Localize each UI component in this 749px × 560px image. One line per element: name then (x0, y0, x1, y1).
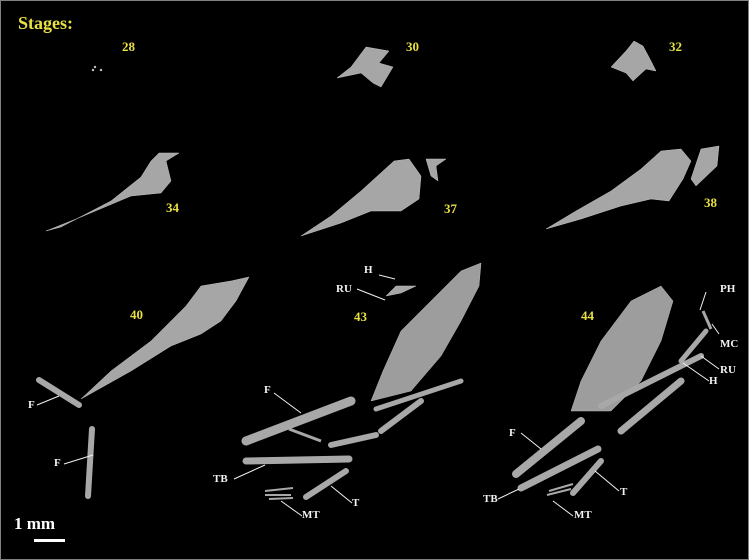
label-femur: F (54, 457, 61, 469)
figure-title: Stages: (18, 13, 73, 33)
stage-label-44: 44 (581, 308, 594, 323)
label-humerus: H (364, 264, 373, 276)
scale-bar-label: 1 mm (14, 514, 56, 533)
label-radioulna: RU (336, 283, 352, 295)
stage-label-37: 37 (444, 201, 457, 216)
label-metacarpal: MC (720, 338, 739, 350)
stage-label-40: 40 (130, 307, 143, 322)
stage-32-specimen (610, 40, 657, 82)
scale-bar (34, 539, 65, 542)
label-tarsal: T (352, 497, 360, 509)
stage-30-specimen (336, 46, 394, 88)
stage-label-30: 30 (406, 39, 419, 54)
stage-label-34: 34 (166, 200, 179, 215)
stage-label-28: 28 (122, 39, 135, 54)
label-humerus: H (709, 375, 718, 387)
stage-40-specimen (80, 276, 250, 400)
stage-43-vertebral-column (370, 262, 482, 402)
stage-28-specimen (91, 65, 103, 72)
label-metatarsal: MT (574, 509, 592, 521)
label-femur: F (264, 384, 271, 396)
label-tibiofibula: TB (483, 493, 498, 505)
femur-bone (36, 377, 82, 408)
label-tibiofibula: TB (213, 473, 228, 485)
leader-lines (36, 274, 720, 517)
label-radioulna: RU (720, 364, 736, 376)
label-tarsal: T (620, 486, 628, 498)
stage-37-specimen (300, 158, 422, 237)
stage-34-specimen (45, 152, 180, 232)
label-femur: F (28, 399, 35, 411)
label-femur: F (509, 427, 516, 439)
stage-label-32: 32 (669, 39, 682, 54)
stage-label-43: 43 (354, 309, 367, 324)
label-phalanges: PH (720, 283, 736, 295)
stage-38-specimen (545, 148, 692, 230)
label-metatarsal: MT (302, 509, 320, 521)
stage-label-38: 38 (704, 195, 717, 210)
femur-bone (85, 426, 95, 499)
